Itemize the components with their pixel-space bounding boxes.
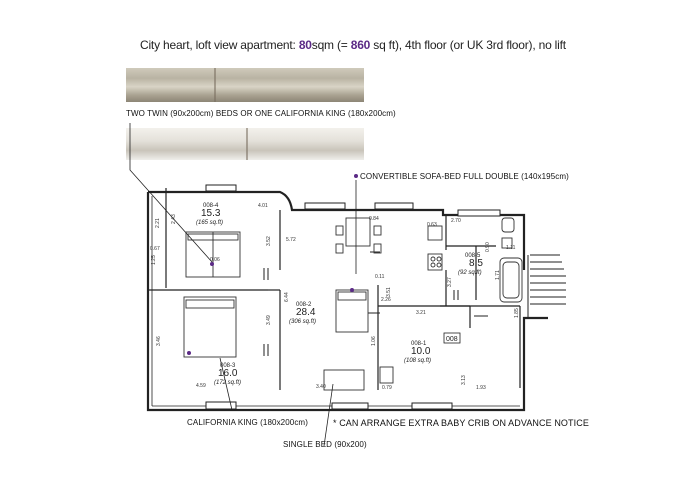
room-1-sqft: (108 sq.ft) xyxy=(404,358,431,364)
door-ticks xyxy=(263,251,488,356)
bathroom-fixtures xyxy=(379,217,523,384)
dim-label: 5.72 xyxy=(286,237,296,243)
inner-walls xyxy=(148,188,521,390)
dim-label: 1.25 xyxy=(151,255,157,265)
dim-label: 0.63 xyxy=(427,222,437,228)
dim-label: 0.11 xyxy=(375,274,385,280)
bed-markers xyxy=(187,174,358,355)
bedroom-3-bed xyxy=(183,296,237,358)
dim-label: 1.85 xyxy=(514,308,520,318)
dim-label: 2.70 xyxy=(451,218,461,224)
dim-label: 3.27 xyxy=(447,277,453,287)
room-3-sqft: (172 sq.ft) xyxy=(214,380,241,386)
room-5-area: 8.5 xyxy=(469,258,483,269)
dim-label: 2.43 xyxy=(171,214,177,224)
single-bed-caption: SINGLE BED (90x200) xyxy=(283,440,367,449)
page-title: City heart, loft view apartment: 80sqm (… xyxy=(140,38,660,52)
bedroom-4-bed xyxy=(185,231,241,278)
room-4-area: 15.3 xyxy=(201,208,221,219)
room-2-area: 28.4 xyxy=(296,307,316,318)
dim-label: 0.90 xyxy=(485,242,491,252)
title-part-2: sqm (= xyxy=(311,38,351,52)
photo-seam xyxy=(246,128,248,160)
room-3-code: 008-3 xyxy=(220,363,236,369)
room-3-area: 16.0 xyxy=(218,368,238,379)
twin-beds-photo xyxy=(126,68,364,102)
leader-lines xyxy=(129,123,357,447)
dim-label: 3.51 xyxy=(386,287,392,297)
door-tag-box xyxy=(443,332,461,344)
area-sqft-value: 860 xyxy=(350,38,371,52)
dim-label: 6.44 xyxy=(284,292,290,302)
door-tag-label: 008 xyxy=(446,336,458,343)
twin-beds-caption: TWO TWIN (90x200cm) BEDS OR ONE CALIFORN… xyxy=(126,109,396,118)
room-5-code: 008-5 xyxy=(465,253,481,259)
area-sqm-value: 80 xyxy=(298,38,312,52)
room-4-sqft: (165 sq.ft) xyxy=(196,220,223,226)
windows xyxy=(205,184,501,410)
california-king-caption: CALIFORNIA KING (180x200cm) xyxy=(187,418,308,427)
dimension-labels: 4.01 2.21 2.43 0.67 1.25 3.52 5.72 0.84 … xyxy=(150,203,520,391)
dim-label: 1.11 xyxy=(506,245,516,251)
baby-crib-note: * CAN ARRANGE EXTRA BABY CRIB ON ADVANCE… xyxy=(333,418,589,428)
dim-label: 3.13 xyxy=(461,375,467,385)
dim-label: 3.52 xyxy=(266,236,272,246)
dim-label: 0.06 xyxy=(210,257,220,263)
room-4-code: 008-4 xyxy=(203,203,219,209)
dim-label: 2.21 xyxy=(155,218,161,228)
dim-label: 0.67 xyxy=(150,246,160,252)
photo-seam xyxy=(214,68,216,102)
dim-label: 3.40 xyxy=(316,384,326,390)
room-5-sqft: (92 sq.ft) xyxy=(458,270,482,276)
dim-label: 3.49 xyxy=(266,315,272,325)
dim-label: 0.84 xyxy=(369,216,379,222)
dim-label: 2.26 xyxy=(381,297,391,303)
title-part-1: City heart, loft view apartment: xyxy=(140,38,299,52)
room-labels: 008-4 15.3 (165 sq.ft) 008-3 16.0 (172 s… xyxy=(196,203,483,386)
dim-label: 1.06 xyxy=(371,336,377,346)
room-2-sqft: (306 sq.ft) xyxy=(289,319,316,325)
dim-label: 1.93 xyxy=(476,385,486,391)
door-tag: 008 xyxy=(443,332,461,344)
room-1-code: 008-1 xyxy=(411,341,427,347)
dim-label: 1.71 xyxy=(495,270,501,280)
dim-label: 3.21 xyxy=(416,310,426,316)
title-part-3: sq ft), 4th floor (or UK 3rd floor), no … xyxy=(370,38,566,52)
dim-label: 4.59 xyxy=(196,383,206,389)
staircase xyxy=(527,254,566,318)
living-room-furniture xyxy=(323,217,443,391)
room-1-area: 10.0 xyxy=(411,346,431,357)
dim-label: 3.46 xyxy=(156,336,162,346)
sofa-bed-caption: CONVERTIBLE SOFA-BED FULL DOUBLE (140x19… xyxy=(360,172,569,181)
dim-label: 0.79 xyxy=(382,385,392,391)
mattress-photo xyxy=(126,128,364,160)
room-2-code: 008-2 xyxy=(296,302,312,308)
dim-label: 4.01 xyxy=(258,203,268,209)
